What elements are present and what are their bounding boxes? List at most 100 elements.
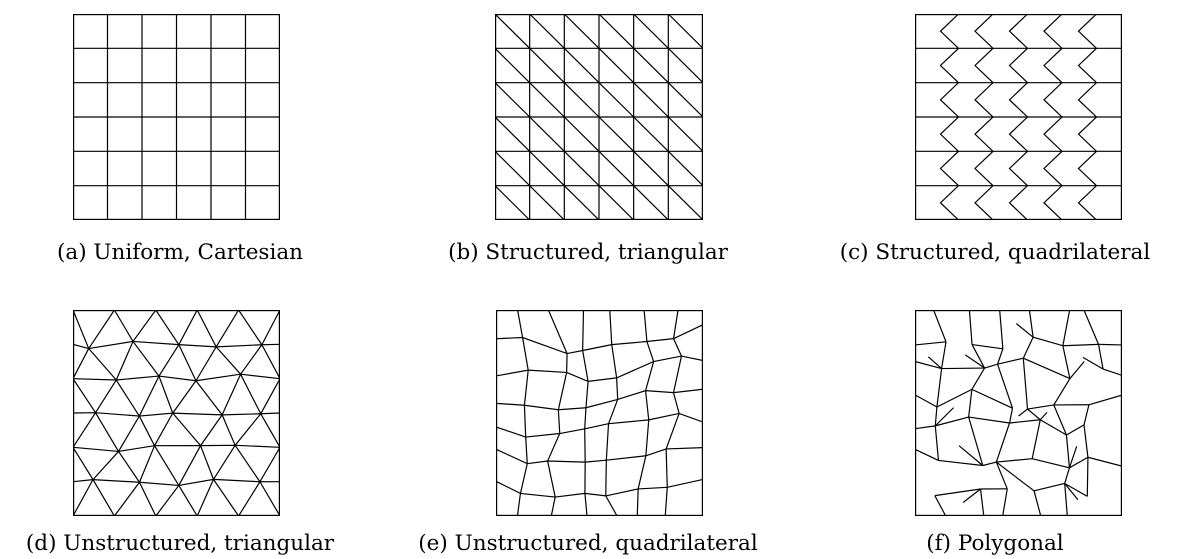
mesh-edge: [239, 482, 260, 516]
mesh-edge: [216, 310, 238, 347]
diagonal-edge: [564, 117, 599, 151]
cell-edge: [1063, 346, 1070, 379]
mesh-edge: [133, 341, 159, 376]
cell-edge: [915, 342, 946, 345]
diagonal-edge: [634, 14, 669, 48]
mesh-edge: [241, 374, 261, 414]
cell-edge: [1087, 457, 1088, 496]
cell-edge: [1084, 405, 1089, 425]
mesh-d-svg: [73, 310, 280, 516]
cell-edge: [1034, 483, 1065, 490]
cell-edge: [1066, 425, 1084, 435]
diagonal-edge: [634, 48, 669, 82]
mesh-edge: [159, 376, 173, 413]
cell-edge: [969, 417, 1010, 423]
diagonal-edge: [530, 48, 565, 82]
diagonal-edge: [634, 186, 669, 220]
cell-edge: [985, 364, 998, 368]
cell-edge: [1023, 337, 1033, 358]
mesh-edge: [179, 310, 197, 345]
cell-edge: [1054, 379, 1070, 405]
cell-edge: [972, 345, 985, 368]
diagonal-edge: [530, 151, 565, 185]
mesh-edge: [114, 482, 139, 516]
cell-edge: [915, 426, 935, 429]
mesh-edge: [116, 380, 139, 416]
cell-edge: [1016, 324, 1033, 338]
mesh-edge: [241, 345, 262, 374]
cell-edge: [1033, 337, 1063, 346]
mesh-edge: [119, 451, 140, 482]
cell-edge: [1040, 420, 1066, 435]
cell-edge: [972, 345, 1003, 349]
caption-f: (f) Polygonal: [815, 533, 1175, 555]
caption-a: (a) Uniform, Cartesian: [0, 242, 360, 264]
diagonal-edge: [668, 151, 703, 185]
mesh-structured-triangular: [408, 0, 768, 230]
mesh-edge: [156, 485, 179, 516]
mesh-f-svg: [915, 310, 1122, 516]
mesh-b-svg: [495, 14, 703, 220]
cell-edge: [935, 496, 946, 516]
diagonal-edge: [495, 186, 530, 220]
diagonal-edge: [495, 151, 530, 185]
mesh-edge: [201, 446, 214, 480]
mesh-edge: [239, 310, 262, 345]
mesh-edge: [73, 413, 280, 416]
diagonal-edge: [530, 83, 565, 117]
cell-edge: [996, 423, 1009, 462]
mesh-edge: [73, 310, 89, 349]
mesh-edge: [496, 325, 703, 354]
mesh-edge: [260, 482, 280, 516]
mesh-edge: [114, 310, 133, 341]
mesh-edge: [139, 416, 154, 446]
cell-edge: [972, 389, 1013, 408]
cell-edge: [1066, 435, 1069, 468]
mesh-edge: [213, 479, 238, 516]
mesh-edge: [496, 479, 703, 497]
mesh-edge: [73, 349, 89, 379]
mesh-edge: [96, 380, 117, 413]
cell-edge: [1015, 476, 1034, 490]
diagonal-edge: [668, 48, 703, 82]
mesh-edge: [73, 447, 93, 479]
mesh-edge: [261, 414, 280, 448]
caption-c: (c) Structured, quadrilateral: [815, 242, 1175, 264]
cell-edge: [996, 459, 1032, 462]
diagonal-edge: [495, 48, 530, 82]
mesh-edge: [261, 379, 280, 414]
diagonal-edge: [599, 83, 634, 117]
mesh-edge: [89, 349, 117, 380]
mesh-edge: [93, 451, 119, 479]
cell-edge: [1065, 483, 1068, 516]
cell-edge: [1040, 412, 1047, 419]
mesh-edge: [606, 310, 618, 516]
cell-edge: [1065, 468, 1070, 484]
mesh-edge: [73, 379, 96, 413]
mesh-edge: [262, 345, 280, 379]
caption-d: (d) Unstructured, triangular: [0, 533, 360, 555]
cell-edge: [1023, 358, 1070, 378]
cell-edge: [937, 389, 972, 407]
mesh-edge: [583, 310, 588, 516]
diagonal-edge: [668, 83, 703, 117]
diagonal-edge: [599, 117, 634, 151]
cell-edge: [969, 389, 972, 417]
mesh-uniform-cartesian: [0, 0, 360, 230]
mesh-edge: [196, 347, 216, 381]
cell-edge: [1070, 361, 1084, 378]
mesh-a-svg: [73, 14, 280, 220]
cell-edge: [1034, 491, 1041, 516]
mesh-e-svg: [496, 310, 703, 516]
cell-edge: [1010, 408, 1013, 423]
diagonal-edge: [530, 14, 565, 48]
cell-edge: [1065, 483, 1078, 499]
mesh-edge: [96, 413, 119, 452]
cell-edge: [959, 446, 983, 466]
cell-edge: [998, 364, 1013, 408]
cell-edge: [1088, 457, 1122, 466]
mesh-edge: [155, 413, 173, 446]
cell-edge: [942, 368, 985, 369]
cell-edge: [972, 368, 985, 389]
panel-structured-triangular: (b) Structured, triangular: [408, 0, 768, 270]
